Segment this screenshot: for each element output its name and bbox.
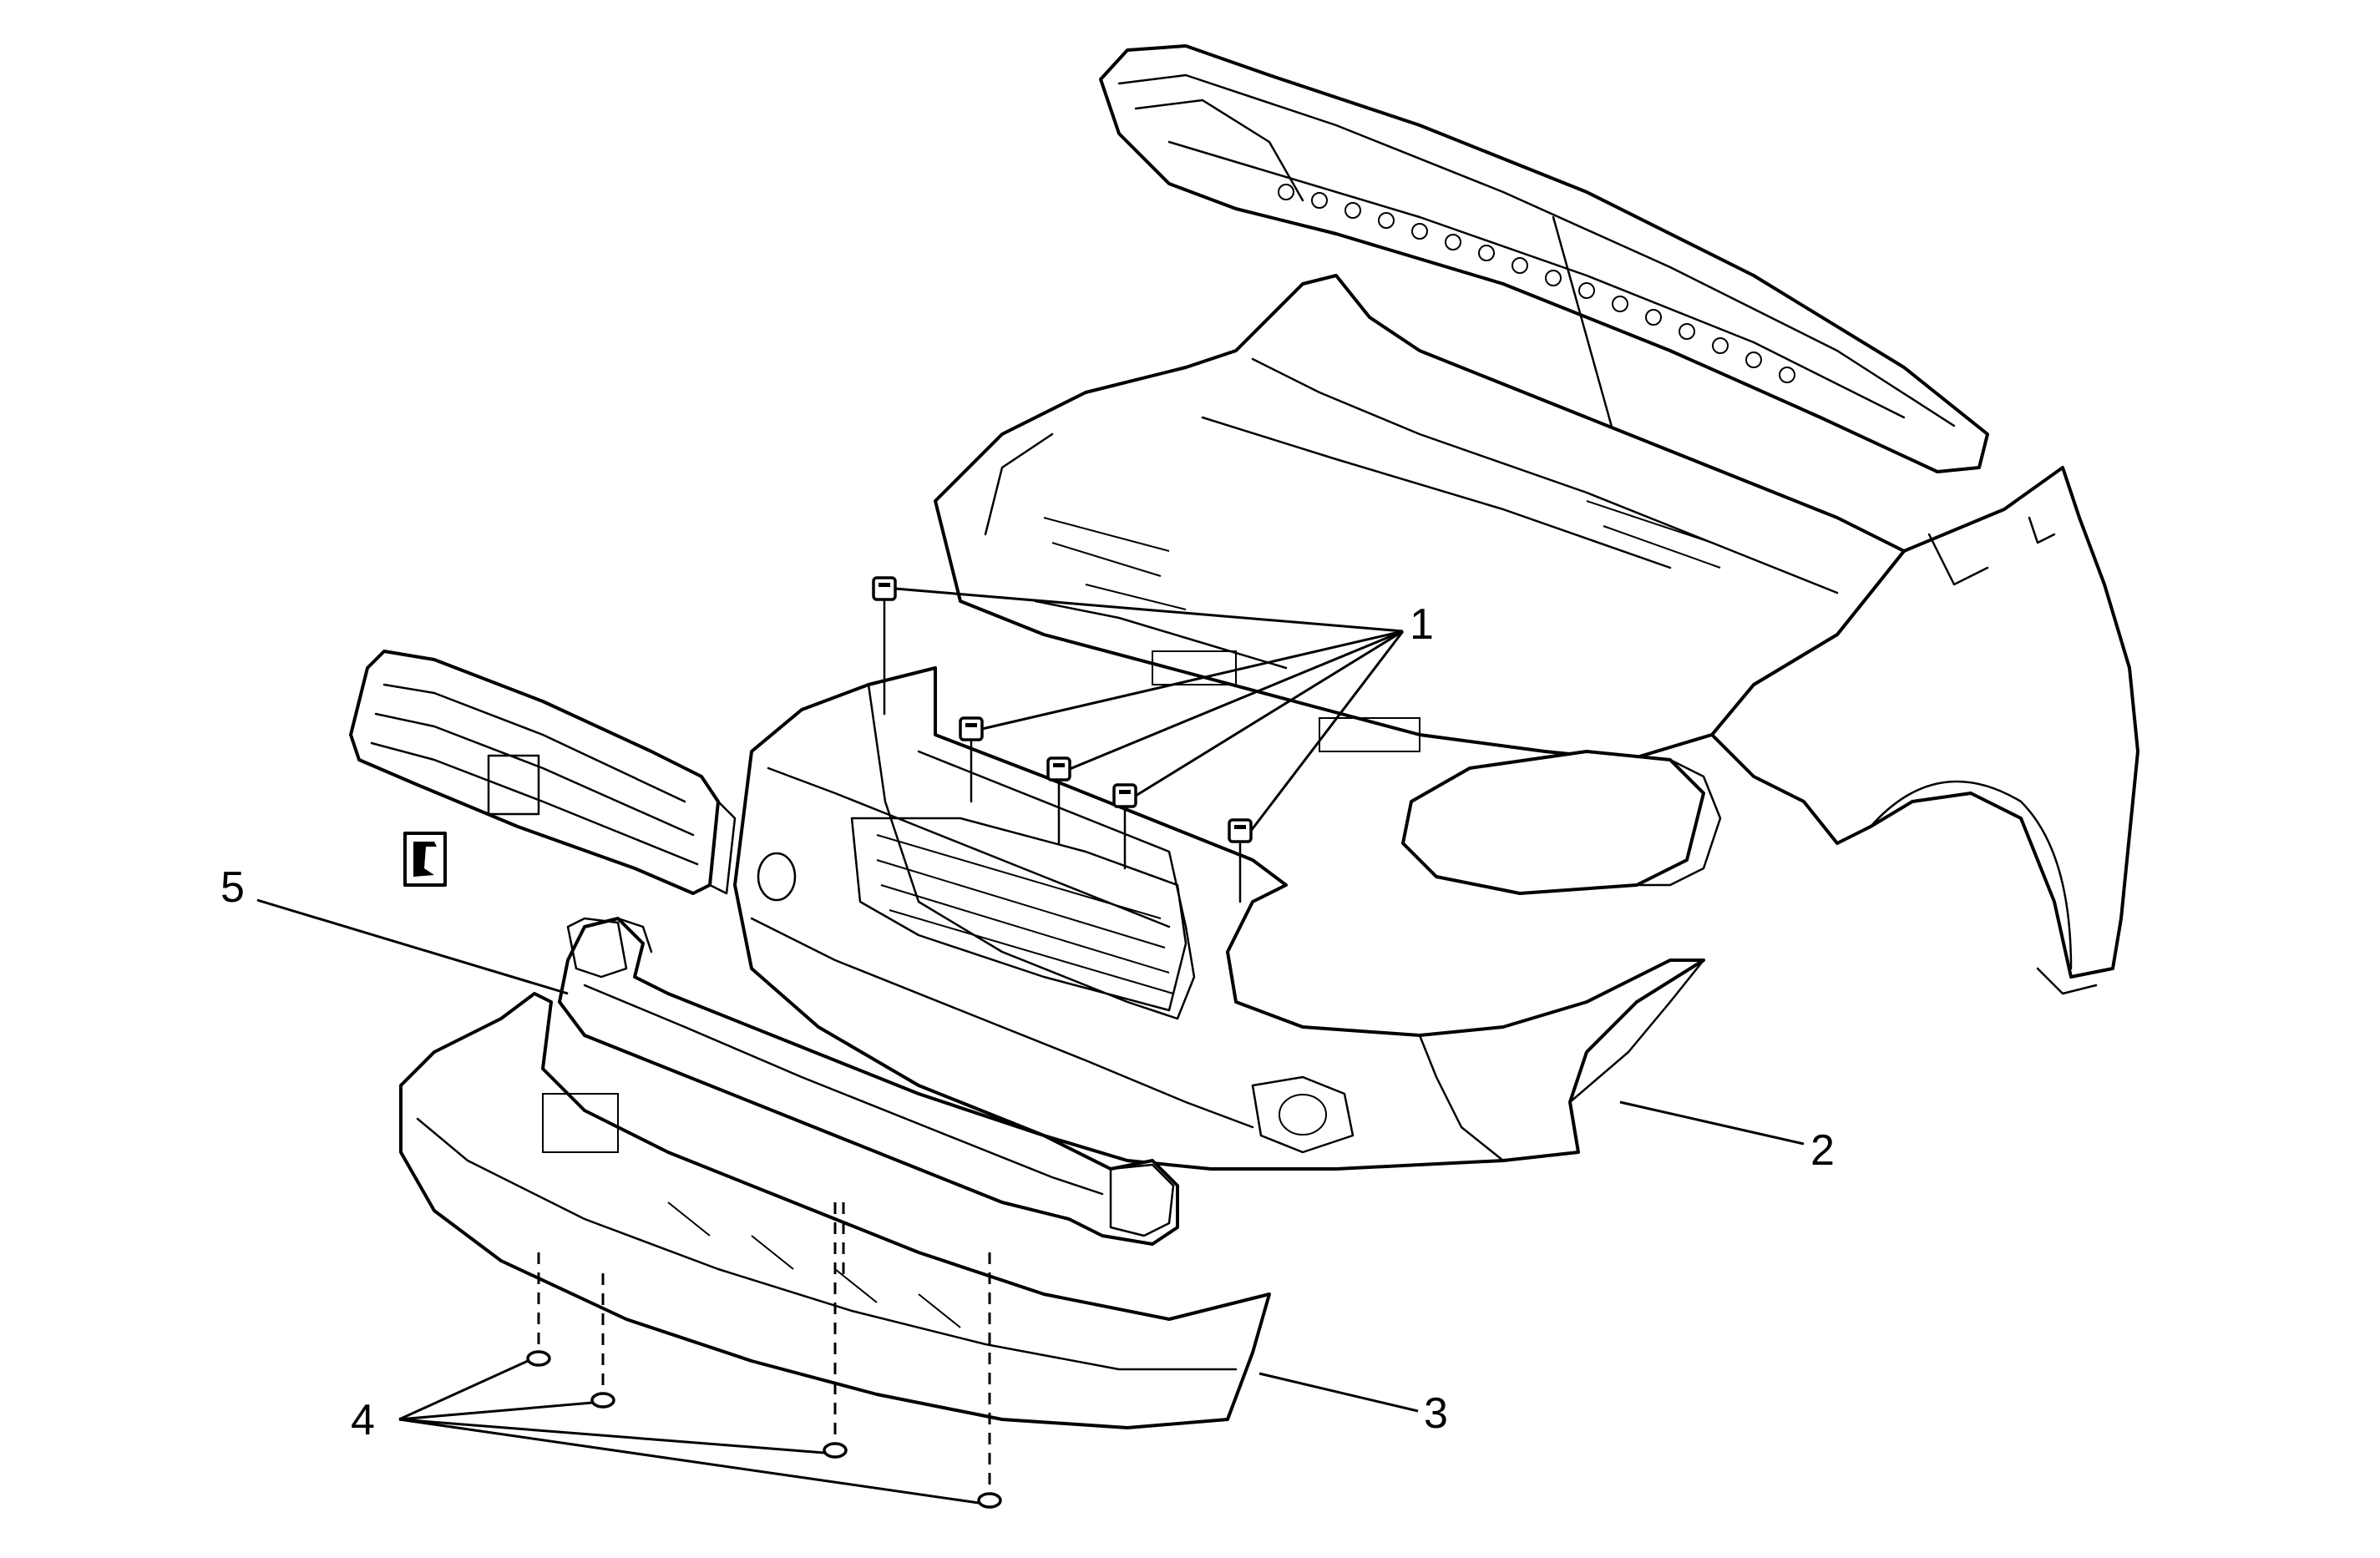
callout-1-leaders xyxy=(894,587,1405,832)
fascia-fog-lamp-opening-right xyxy=(1251,1075,1355,1154)
fastener-1b xyxy=(959,716,984,803)
fasteners-top xyxy=(872,576,1253,903)
callout-1: 1 xyxy=(1410,600,1434,649)
fascia-grille-opening xyxy=(850,817,1187,1012)
radiator-grille xyxy=(349,650,737,895)
callout-5-leader xyxy=(256,898,569,995)
fastener-1a xyxy=(872,576,897,716)
right-fender xyxy=(1710,466,2139,995)
callout-5: 5 xyxy=(220,863,245,912)
push-pin-c xyxy=(823,1442,848,1459)
hood xyxy=(1099,44,1989,473)
callout-2: 2 xyxy=(1810,1126,1835,1175)
hood-vent-holes xyxy=(1278,184,1795,383)
fascia-support-left-lamp xyxy=(566,917,628,979)
engine-compartment xyxy=(934,274,1906,761)
push-pins xyxy=(526,1202,1002,1509)
grille-emblem-mount xyxy=(487,754,540,816)
callout-3: 3 xyxy=(1424,1389,1448,1438)
push-pin-a xyxy=(526,1350,551,1367)
callout-3-leader xyxy=(1258,1372,1419,1413)
callout-4-leaders xyxy=(398,1359,980,1505)
front-fascia xyxy=(733,666,1705,1171)
grille-emblem xyxy=(403,832,447,887)
callout-4: 4 xyxy=(351,1396,375,1444)
fascia-support-right-lamp xyxy=(1109,1163,1175,1237)
headlamp xyxy=(1401,750,1722,895)
fastener-1e xyxy=(1228,818,1253,903)
lower-air-deflector xyxy=(399,992,1271,1429)
callout-2-leader xyxy=(1619,1100,1805,1146)
fascia-support xyxy=(558,917,1179,1246)
push-pin-b xyxy=(590,1392,615,1409)
push-pin-d xyxy=(977,1492,1002,1509)
fascia-fog-lamp-opening-left xyxy=(757,852,797,902)
